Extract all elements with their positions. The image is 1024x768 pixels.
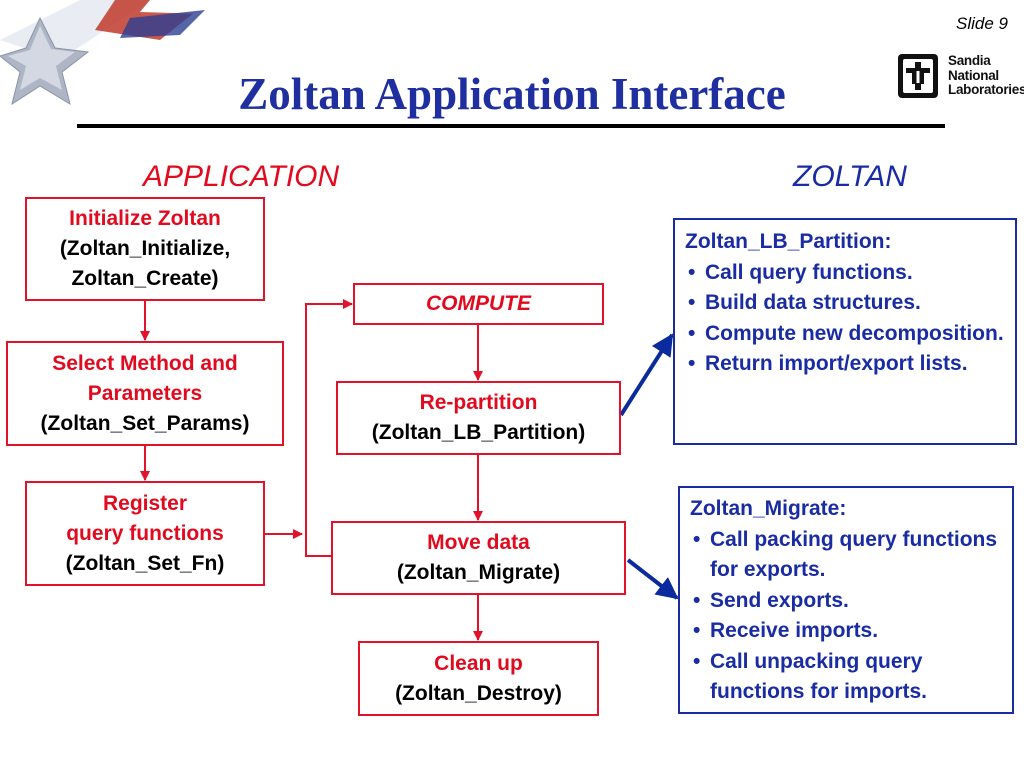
list-item: Compute new decomposition. [685,319,1007,350]
arrow-repartition-to-lb [619,333,674,417]
list-item: Send exports. [690,586,1004,617]
list-item: Build data structures. [685,288,1007,319]
box-label: Register [102,491,188,515]
zoltan-step-list: Call packing query functions for exports… [690,525,1004,708]
box-label: Re-partition [419,391,538,414]
box-call: Zoltan_Create) [71,267,219,290]
box-label: Select Method and [52,351,238,375]
logo-line: Laboratories [948,82,1024,97]
register-query-functions-box: Register query functions (Zoltan_Set_Fn) [25,481,265,586]
select-method-box: Select Method and Parameters (Zoltan_Set… [6,341,284,446]
box-label: COMPUTE [426,292,531,315]
box-call: (Zoltan_Destroy) [395,681,562,705]
box-call: (Zoltan_LB_Partition) [371,421,586,444]
zoltan-migrate-box: Zoltan_Migrate: Call packing query funct… [678,486,1014,714]
thunderbird-icon [898,54,938,98]
application-heading: APPLICATION [143,160,340,193]
list-item: Call unpacking query functions for impor… [690,647,1004,708]
title-underline [77,124,945,128]
zoltan-step-list: Call query functions. Build data structu… [685,258,1007,380]
compute-box: COMPUTE [353,283,604,325]
logo-line: National [948,67,999,83]
box-label: Clean up [434,651,523,675]
arrow-move-to-migrate [626,558,679,600]
zoltan-box-title: Zoltan_LB_Partition: [685,230,892,253]
box-call: (Zoltan_Set_Params) [40,411,250,435]
zoltan-lb-partition-box: Zoltan_LB_Partition: Call query function… [673,218,1017,445]
zoltan-heading: ZOLTAN [793,160,907,193]
logo-line: Sandia [948,53,991,68]
list-item: Receive imports. [690,616,1004,647]
list-item: Call query functions. [685,258,1007,289]
sandia-logo-text: Sandia National Laboratories [948,53,1024,98]
list-item: Return import/export lists. [685,349,1007,380]
box-label: Move data [427,531,530,554]
box-call: (Zoltan_Set_Fn) [65,551,225,575]
box-label: Initialize Zoltan [69,207,221,230]
box-label: query functions [66,521,224,545]
move-data-box: Move data (Zoltan_Migrate) [331,521,626,595]
box-call: (Zoltan_Migrate) [396,561,561,584]
repartition-box: Re-partition (Zoltan_LB_Partition) [336,381,621,455]
star-logo-icon [0,0,230,106]
list-item: Call packing query functions for exports… [690,525,1004,586]
sandia-logo: Sandia National Laboratories [896,52,1024,104]
slide-title: Zoltan Application Interface [238,69,786,119]
slide-number: Slide 9 [956,14,1008,33]
box-label: Parameters [87,381,203,405]
initialize-zoltan-box: Initialize Zoltan (Zoltan_Initialize, Zo… [25,197,265,301]
zoltan-box-title: Zoltan_Migrate: [690,497,847,520]
arrow-loop-to-compute [305,299,353,557]
box-call: (Zoltan_Initialize, [59,237,231,260]
clean-up-box: Clean up (Zoltan_Destroy) [358,641,599,716]
